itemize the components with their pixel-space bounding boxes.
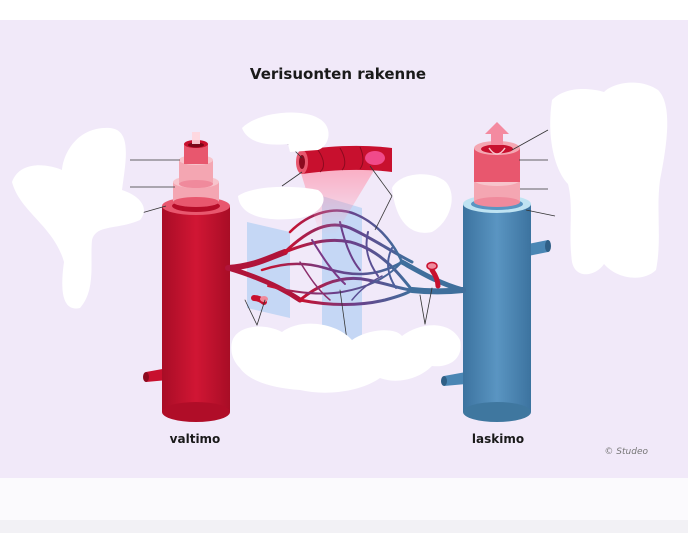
diagram-title: Verisuonten rakenne [250,65,426,83]
artery [130,132,230,422]
artery-label: valtimo [170,432,221,446]
vein-label: laskimo [472,432,524,446]
vein-branch-stub-lower [444,372,466,386]
flow-arrow-icon [491,133,503,145]
copyright-text: © Studeo [604,447,648,457]
vein [441,122,555,422]
